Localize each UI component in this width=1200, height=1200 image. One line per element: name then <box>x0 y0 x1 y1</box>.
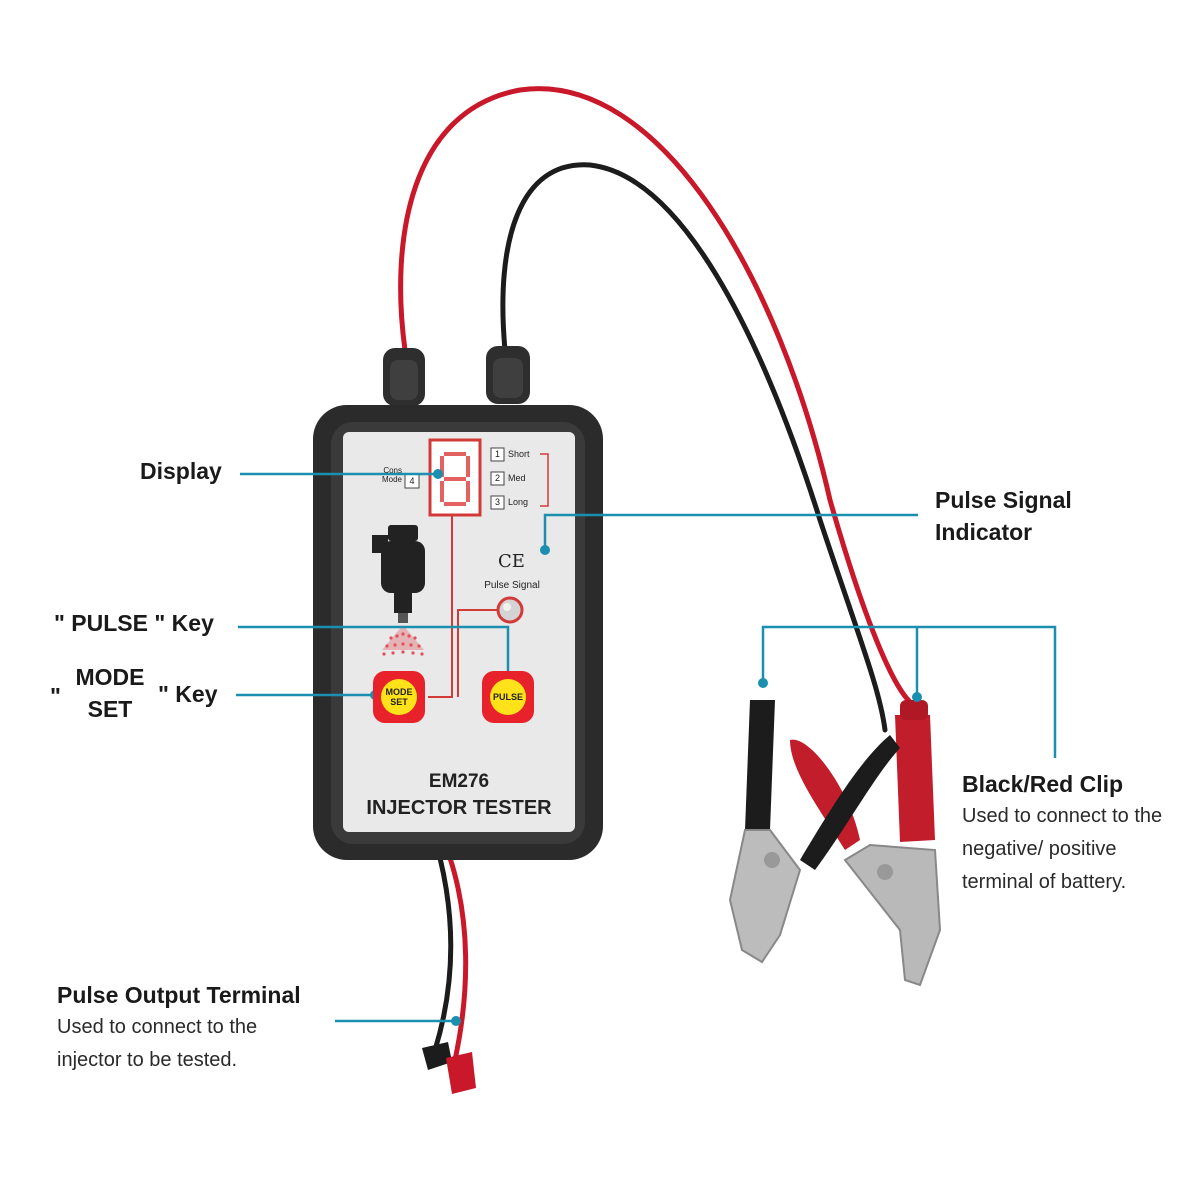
output-callout: Pulse Output Terminal Used to connect to… <box>57 979 301 1077</box>
pulse-signal-callout-label: Pulse Signal Indicator <box>935 484 1072 548</box>
pulse-button[interactable]: PULSE <box>482 671 534 723</box>
pulse-led <box>496 596 524 624</box>
mode-set-button-face: MODE SET <box>381 679 417 715</box>
pulse-key-callout-label: " PULSE " Key <box>54 610 214 636</box>
ce-mark: CE <box>498 551 525 572</box>
output-callout-title: Pulse Output Terminal <box>57 982 301 1008</box>
pulse-button-label: PULSE <box>492 692 523 702</box>
speed-label-med: Med <box>508 473 526 483</box>
injector-icon <box>372 525 425 623</box>
mode-digit: 4 <box>409 476 415 486</box>
clip-callout: Black/Red Clip Used to connect to the ne… <box>962 768 1162 899</box>
output-callout-desc-line1: Used to connect to the <box>57 1016 258 1038</box>
output-terminal-black <box>422 1042 452 1070</box>
clip-callout-title: Black/Red Clip <box>962 771 1124 797</box>
mode-set-button-line1: MODE <box>385 687 413 697</box>
mode-label-line1: Cons <box>383 466 402 475</box>
spray-icon <box>382 625 424 656</box>
pulse-signal-callout-line <box>543 513 918 546</box>
mode-key-callout-line2: SET <box>87 696 133 722</box>
black-lead-wire <box>500 162 888 733</box>
speed-bracket <box>540 453 549 507</box>
device-name: INJECTOR TESTER <box>366 797 552 819</box>
speed-option-boxes <box>404 447 505 510</box>
red-lead-wire <box>398 86 918 708</box>
callout-lines <box>236 472 1057 1023</box>
pulse-signal-label: Pulse Signal <box>484 580 540 591</box>
speed-num-1: 1 <box>494 449 500 459</box>
speed-label-short: Short <box>508 449 530 459</box>
clip-callout-line <box>761 625 1057 758</box>
black-clip <box>728 700 900 964</box>
clip-callout-desc-line3: terminal of battery. <box>962 871 1127 893</box>
red-connector <box>383 348 425 406</box>
circuit-traces <box>428 515 510 698</box>
clip-callout-desc-line2: negative/ positive <box>962 838 1117 860</box>
output-callout-desc-line2: injector to be tested. <box>57 1049 238 1071</box>
speed-label-long: Long <box>508 497 529 507</box>
mode-key-callout-line1: MODE <box>75 664 145 690</box>
clip-callout-desc-line1: Used to connect to the <box>962 805 1163 827</box>
mode-set-button[interactable]: MODE SET <box>373 671 425 723</box>
black-connector <box>486 346 530 404</box>
mode-key-quote-open: " <box>50 683 61 709</box>
mode-label: Cons Mode <box>374 466 402 484</box>
pulse-signal-callout-line1: Pulse Signal <box>935 487 1072 513</box>
output-terminal-red <box>446 1052 476 1094</box>
output-lead-wire <box>432 855 469 1063</box>
mode-set-button-line2: SET <box>390 697 408 707</box>
device-model: EM276 <box>428 771 490 792</box>
display-callout-label: Display <box>140 458 222 484</box>
pulse-signal-callout-line2: Indicator <box>935 519 1033 545</box>
pulse-button-face: PULSE <box>490 679 526 715</box>
speed-num-2: 2 <box>494 473 500 483</box>
pulse-key-callout-line <box>238 625 510 690</box>
speed-num-3: 3 <box>494 497 500 507</box>
mode-key-callout-suffix: " Key <box>158 681 218 707</box>
mode-key-callout-label: MODE SET <box>66 661 154 725</box>
mode-label-line2: Mode <box>381 475 402 484</box>
